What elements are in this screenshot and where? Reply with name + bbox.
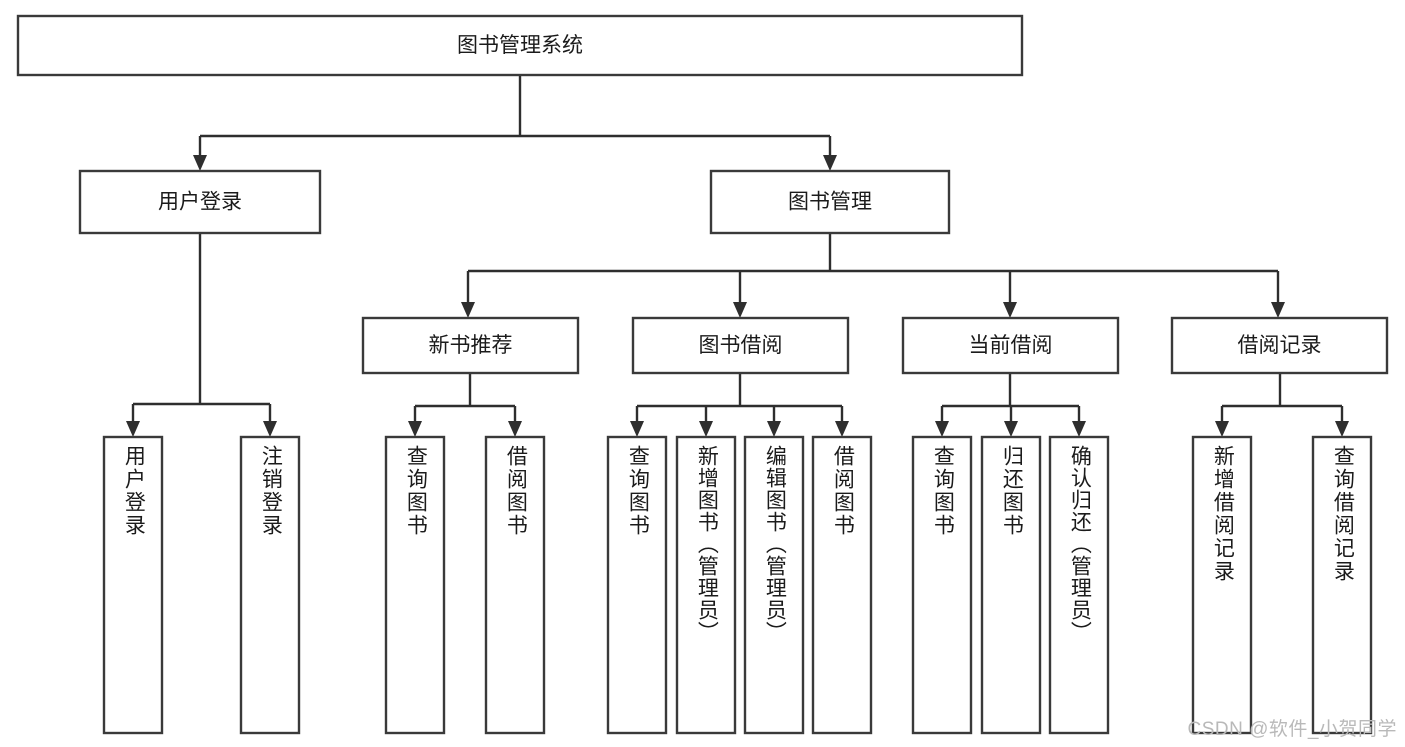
node-box[interactable] [606,435,668,735]
node-leaf-query-book-borrow[interactable] [606,435,668,735]
arrow-head-icon [630,421,644,437]
node-label: 借阅记录 [1238,334,1322,357]
node-box[interactable] [239,435,301,735]
node-box[interactable] [811,435,873,735]
arrow-head-icon [1215,421,1229,437]
node-leaf-query-book-current[interactable] [911,435,973,735]
node-leaf-borrow-book[interactable] [811,435,873,735]
node-leaf-user-login[interactable] [102,435,164,735]
arrow-head-icon [835,421,849,437]
arrow-head-icon [193,155,207,171]
node-box[interactable] [16,14,1024,77]
arrow-head-icon [408,421,422,437]
node-box[interactable] [78,169,322,235]
arrow-head-icon [823,155,837,171]
arrow-head-icon [461,302,475,318]
node-box[interactable] [102,435,164,735]
node-book-borrow[interactable]: 图书借阅 [631,316,850,375]
node-label: 新书推荐 [429,334,513,357]
node-box[interactable] [675,435,737,735]
arrow-head-icon [699,421,713,437]
node-box[interactable] [911,435,973,735]
node-leaf-logout-login[interactable] [239,435,301,735]
node-current-borrow[interactable]: 当前借阅 [901,316,1120,375]
arrow-head-icon [508,421,522,437]
node-leaf-add-borrow-record[interactable] [1191,435,1253,735]
arrow-head-icon [263,421,277,437]
arrow-head-icon [126,421,140,437]
arrow-head-icon [1271,302,1285,318]
node-leaf-return-book[interactable] [980,435,1042,735]
node-leaf-query-book-recommend[interactable] [384,435,446,735]
node-leaf-query-borrow-record[interactable] [1311,435,1373,735]
node-box[interactable] [709,169,951,235]
node-book-manage[interactable]: 图书管理 [709,169,951,235]
arrow-head-icon [1335,421,1349,437]
arrow-head-icon [767,421,781,437]
node-box[interactable] [484,435,546,735]
node-leaf-edit-book-admin[interactable] [743,435,805,735]
node-new-book-recommend[interactable]: 新书推荐 [361,316,580,375]
node-leaf-add-book-admin[interactable] [675,435,737,735]
node-box[interactable] [1311,435,1373,735]
csdn-watermark: CSDN @软件_小贺同学 [1187,719,1397,740]
node-root[interactable]: 图书管理系统 [16,14,1024,77]
node-leaf-borrow-book-recommend[interactable] [484,435,546,735]
node-box[interactable] [901,316,1120,375]
node-label: 用户登录 [158,191,242,214]
node-label: 图书借阅 [699,334,783,357]
node-borrow-record[interactable]: 借阅记录 [1170,316,1389,375]
arrow-head-icon [733,302,747,318]
node-box[interactable] [361,316,580,375]
arrow-head-icon [935,421,949,437]
connector-layer [126,75,1349,437]
arrow-head-icon [1003,302,1017,318]
node-box[interactable] [1170,316,1389,375]
node-box[interactable] [980,435,1042,735]
node-box[interactable] [384,435,446,735]
node-box[interactable] [1191,435,1253,735]
arrow-head-icon [1004,421,1018,437]
node-leaf-confirm-return-admin[interactable] [1048,435,1110,735]
node-label: 图书管理 [788,191,872,214]
node-user-login[interactable]: 用户登录 [78,169,322,235]
node-box[interactable] [743,435,805,735]
node-label: 当前借阅 [969,334,1053,357]
node-box[interactable] [631,316,850,375]
node-box[interactable] [1048,435,1110,735]
arrow-head-icon [1072,421,1086,437]
node-label: 图书管理系统 [457,34,583,57]
